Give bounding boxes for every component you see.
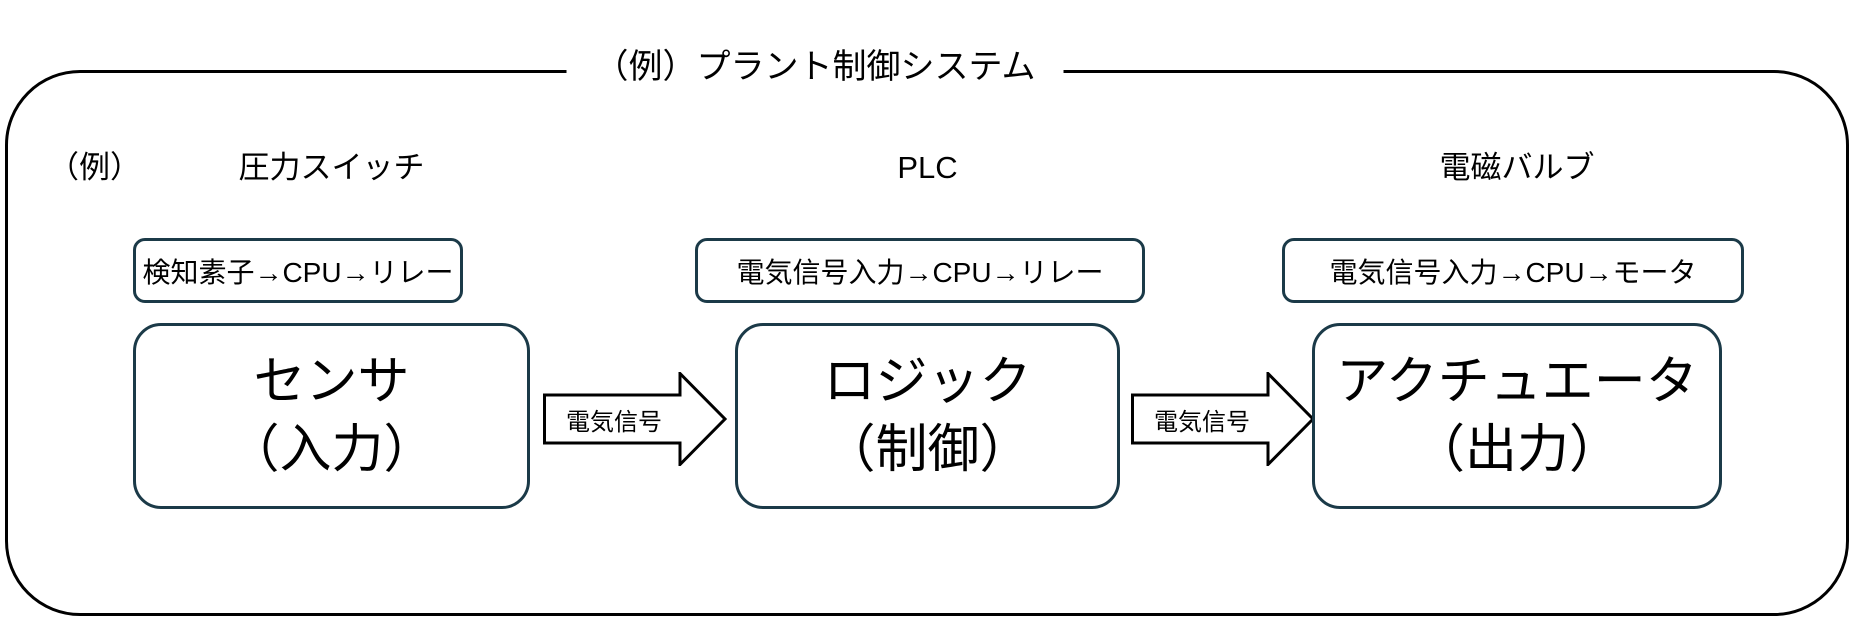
logic-block: ロジック （制御） xyxy=(735,323,1120,509)
example-label: （例） xyxy=(48,150,141,185)
logic-detail-box: 電気信号入力→CPU→リレー xyxy=(695,238,1145,303)
column-header-plc: PLC xyxy=(897,150,958,185)
actuator-block: アクチュエータ （出力） xyxy=(1312,323,1722,509)
actuator-block-role: （出力） xyxy=(1412,421,1621,479)
block-arrow-right-icon xyxy=(543,372,727,466)
signal-arrow-sensor-to-logic: 電気信号 xyxy=(543,372,727,466)
arrow-label-electric-signal: 電気信号 xyxy=(566,408,662,436)
arrow-label-electric-signal: 電気信号 xyxy=(1154,408,1250,436)
sensor-block: センサ （入力） xyxy=(133,323,530,509)
block-arrow-right-icon xyxy=(1131,372,1315,466)
column-header-pressure-switch: 圧力スイッチ xyxy=(238,150,425,185)
actuator-detail-box: 電気信号入力→CPU→モータ xyxy=(1282,238,1744,303)
diagram-title: （例）プラント制御システム xyxy=(566,44,1064,90)
sensor-block-name: センサ xyxy=(253,353,410,411)
column-header-solenoid-valve: 電磁バルブ xyxy=(1439,150,1595,185)
logic-block-role: （制御） xyxy=(823,421,1032,479)
sensor-block-role: （入力） xyxy=(227,421,436,479)
logic-block-name: ロジック xyxy=(823,353,1032,411)
sensor-detail-box: 検知素子→CPU→リレー xyxy=(133,238,463,303)
actuator-block-name: アクチュエータ xyxy=(1336,353,1698,411)
signal-arrow-logic-to-actuator: 電気信号 xyxy=(1131,372,1315,466)
